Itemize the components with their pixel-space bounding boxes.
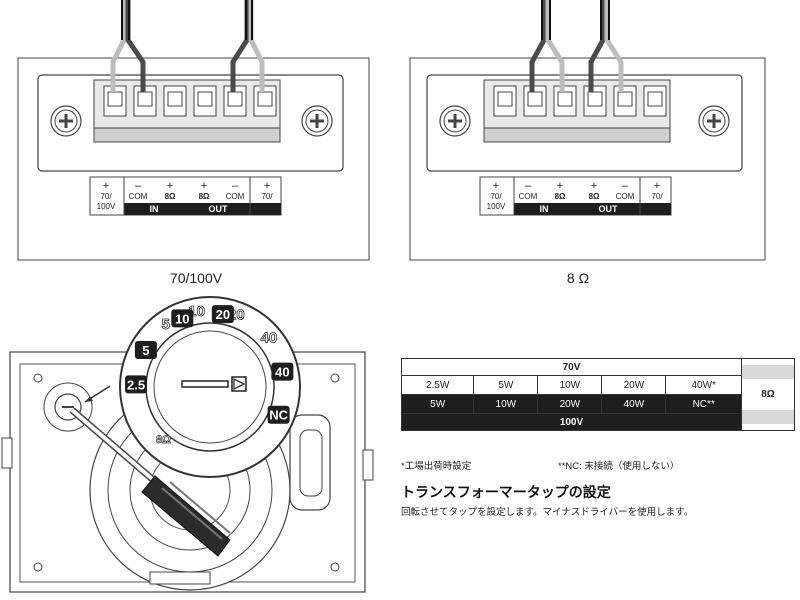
tap-100v-cell: 5W	[400, 394, 475, 414]
dial-tap-label: 10	[175, 311, 189, 326]
terminal-screw	[587, 91, 603, 107]
terminal-label: 100V	[258, 202, 277, 211]
tap-100v-cell: 40W	[601, 394, 667, 414]
terminal-sign: +	[654, 180, 660, 192]
out-label: OUT	[599, 204, 619, 214]
dial-tap-label: 2.5	[127, 377, 145, 392]
dial-tap-label: 5	[142, 343, 149, 358]
dial-tap-badge	[211, 305, 234, 324]
dial-tap-label: 40	[275, 365, 289, 380]
terminal-sign: +	[264, 180, 270, 192]
terminal-screw	[227, 91, 243, 107]
dial-tap-badge	[267, 405, 290, 424]
section-heading: トランスフォーマータップの設定	[401, 484, 611, 500]
terminal-sign: +	[591, 180, 597, 192]
tap-70v-cell: 10W	[537, 375, 603, 395]
nc-note: **NC: 未接続（使用しない）	[558, 461, 680, 472]
terminal-screw	[557, 91, 573, 107]
terminal-screw	[257, 91, 273, 107]
terminal-label: 8Ω	[555, 192, 566, 201]
screw-icon	[439, 105, 471, 137]
terminal-label: COM	[129, 192, 148, 201]
terminal-screw	[497, 91, 513, 107]
terminal-sign: –	[135, 180, 142, 192]
section-description: 回転させてタップを設定します。マイナスドライバーを使用します。	[401, 507, 694, 518]
terminal-screw	[197, 91, 213, 107]
terminal-label: 100V	[97, 202, 116, 211]
terminal-screw	[107, 91, 123, 107]
dial-tap-badge	[134, 341, 157, 359]
header-70v: 70V	[401, 358, 742, 376]
terminal-label: COM	[519, 192, 538, 201]
dial-tap-label-outline: 5	[162, 316, 170, 333]
tap-70v-cell: 40W*	[665, 375, 742, 395]
terminal-screw	[527, 91, 543, 107]
terminal-sign: +	[201, 180, 207, 192]
tap-100v-cell: 20W	[537, 394, 603, 414]
tap-70v-cell: 20W	[601, 375, 667, 395]
terminal-label: 70/	[651, 192, 663, 201]
screw-icon	[50, 105, 82, 137]
terminal-label: 100V	[648, 202, 667, 211]
terminal-label: 8Ω	[165, 192, 176, 201]
dial-8-ohm-label: 8Ω	[156, 434, 171, 446]
terminal-sign: +	[167, 180, 173, 192]
panel-caption-8-ohm: 8 Ω	[566, 270, 590, 286]
terminal-sign: –	[232, 180, 239, 192]
factory-setting-note: *工場出荷時設定	[401, 461, 472, 472]
terminal-screw	[647, 91, 663, 107]
terminal-label: 100V	[487, 202, 506, 211]
terminal-label: 70/	[100, 192, 112, 201]
terminal-sign: –	[525, 180, 532, 192]
terminal-screw	[137, 91, 153, 107]
terminal-sign: +	[103, 180, 109, 192]
dial-tap-label-outline: 40	[261, 330, 278, 347]
dial-tap-badge	[125, 375, 148, 394]
terminal-screw	[167, 91, 183, 107]
header-100v: 100V	[401, 413, 742, 431]
dial-tap-badge	[171, 309, 194, 328]
tap-100v-cell: 10W	[473, 394, 539, 414]
screwdriver-icon	[69, 407, 231, 557]
screw-icon	[698, 105, 730, 137]
tap-100v-cell: NC**	[665, 394, 742, 414]
tap-70v-cell: 2.5W	[400, 375, 475, 395]
dial-tap-badge	[271, 362, 294, 381]
terminal-sign: +	[493, 180, 499, 192]
terminal-label: 8Ω	[199, 192, 210, 201]
terminal-label: 8Ω	[589, 192, 600, 201]
in-label: IN	[150, 204, 159, 214]
terminal-label: 70/	[490, 192, 502, 201]
out-label: OUT	[209, 204, 229, 214]
terminal-label: COM	[226, 192, 245, 201]
impedance-8-ohm-label: 8Ω	[761, 389, 775, 400]
screw-icon	[301, 105, 333, 137]
dial-tap-label: NC	[269, 408, 288, 423]
terminal-sign: +	[557, 180, 563, 192]
dial-tap-label: 20	[216, 307, 230, 322]
terminal-label: COM	[616, 192, 635, 201]
tap-70v-cell: 5W	[473, 375, 539, 395]
terminal-screw	[617, 91, 633, 107]
impedance-8-ohm-cell: 8Ω	[741, 358, 795, 431]
terminal-sign: –	[622, 180, 629, 192]
terminal-label: 70/	[261, 192, 273, 201]
in-label: IN	[540, 204, 549, 214]
panel-caption-70-100v: 70/100V	[169, 270, 223, 286]
